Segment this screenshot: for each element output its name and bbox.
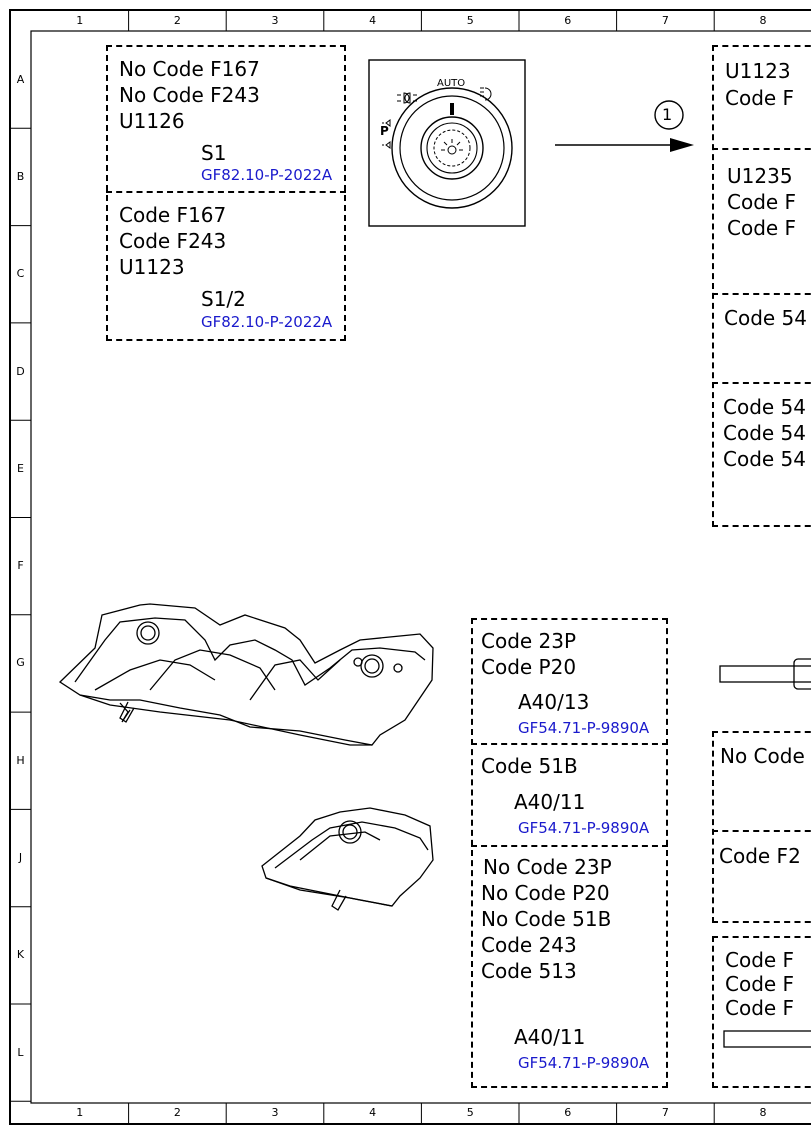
column-label: 1 bbox=[76, 1106, 84, 1119]
row-label: C bbox=[16, 267, 25, 281]
column-label: 4 bbox=[369, 1106, 377, 1119]
row-label: K bbox=[16, 948, 25, 962]
a40-13-line-2: Code P20 bbox=[481, 655, 577, 679]
row-ticks bbox=[10, 127, 31, 1102]
column-label: 3 bbox=[271, 14, 279, 27]
s12-ref-link[interactable]: GF82.10-P-2022A bbox=[201, 313, 333, 331]
a40-divider-1 bbox=[471, 743, 668, 745]
right-bottom-shape bbox=[723, 1030, 811, 1048]
switch-park-label: P bbox=[380, 124, 389, 138]
s1-line-1: No Code F167 bbox=[119, 57, 260, 81]
s12-part-label: S1/2 bbox=[201, 287, 246, 311]
callout-circle bbox=[654, 100, 684, 130]
a40-11b-part-label: A40/11 bbox=[514, 1025, 586, 1049]
column-label: 6 bbox=[564, 1106, 572, 1119]
column-label: 5 bbox=[466, 14, 474, 27]
switch-auto-label: AUTO bbox=[437, 78, 466, 89]
column-label: 6 bbox=[564, 14, 572, 27]
a40-11a-line-1: Code 51B bbox=[481, 754, 578, 778]
right-middle-box bbox=[712, 731, 811, 923]
right-r5-line-1: No Code bbox=[720, 744, 805, 768]
outer-frame bbox=[9, 9, 811, 1125]
row-label: H bbox=[16, 753, 25, 767]
a40-13-ref-link[interactable]: GF54.71-P-9890A bbox=[518, 719, 650, 737]
right-r2-line-3: Code F bbox=[727, 216, 797, 240]
row-label: G bbox=[16, 656, 25, 670]
right-divider-4 bbox=[712, 830, 811, 832]
column-ticks bbox=[128, 10, 715, 1124]
row-label: L bbox=[17, 1045, 24, 1059]
right-r7-line-3: Code F bbox=[725, 996, 795, 1020]
right-r4-line-3: Code 54 bbox=[723, 447, 807, 471]
column-label: 2 bbox=[173, 1106, 181, 1119]
s1-part-label: S1 bbox=[201, 141, 227, 165]
right-r3-line-1: Code 54 bbox=[724, 306, 808, 330]
arrow-head bbox=[670, 138, 694, 152]
right-connector-shape bbox=[719, 665, 811, 683]
right-divider-2 bbox=[712, 293, 811, 295]
right-r2-line-1: U1235 bbox=[727, 164, 793, 188]
a40-11b-line-3: No Code 51B bbox=[481, 907, 612, 931]
right-lower-box bbox=[712, 936, 811, 1088]
column-label: 5 bbox=[466, 1106, 474, 1119]
s12-line-1: Code F167 bbox=[119, 203, 227, 227]
row-label: D bbox=[16, 364, 25, 378]
right-r6-line-1: Code F2 bbox=[719, 844, 801, 868]
right-r1-line-2: Code F bbox=[725, 86, 795, 110]
callout-number: 1 bbox=[662, 105, 673, 124]
right-r7-line-1: Code F bbox=[725, 948, 795, 972]
row-label: F bbox=[17, 559, 24, 573]
right-upper-box bbox=[712, 45, 811, 527]
column-label: 8 bbox=[759, 14, 767, 27]
s1-ref-link[interactable]: GF82.10-P-2022A bbox=[201, 166, 333, 184]
light-switch-drawing bbox=[368, 59, 526, 227]
right-divider-1 bbox=[712, 148, 811, 150]
right-r1-line-1: U1123 bbox=[725, 59, 791, 83]
right-r2-line-2: Code F bbox=[727, 190, 797, 214]
right-connector-cap bbox=[793, 658, 811, 690]
column-label: 3 bbox=[271, 1106, 279, 1119]
a40-11b-line-2: No Code P20 bbox=[481, 881, 610, 905]
row-label: A bbox=[16, 72, 25, 86]
column-label: 2 bbox=[173, 14, 181, 27]
right-r4-line-1: Code 54 bbox=[723, 395, 807, 419]
a40-11b-line-4: Code 243 bbox=[481, 933, 577, 957]
column-label: 8 bbox=[759, 1106, 767, 1119]
a40-11b-ref-link[interactable]: GF54.71-P-9890A bbox=[518, 1054, 650, 1072]
a40-11a-part-label: A40/11 bbox=[514, 790, 586, 814]
right-divider-3 bbox=[712, 382, 811, 384]
column-label: 1 bbox=[76, 14, 84, 27]
a40-11a-ref-link[interactable]: GF54.71-P-9890A bbox=[518, 819, 650, 837]
connector-drawing-large bbox=[58, 603, 434, 746]
s1-line-3: U1126 bbox=[119, 109, 185, 133]
a40-11b-line-1: No Code 23P bbox=[483, 855, 612, 879]
row-label: B bbox=[16, 169, 25, 183]
a40-13-line-1: Code 23P bbox=[481, 629, 577, 653]
right-r4-line-2: Code 54 bbox=[723, 421, 807, 445]
row-label: E bbox=[17, 461, 24, 475]
a40-11b-line-5: Code 513 bbox=[481, 959, 577, 983]
s12-line-2: Code F243 bbox=[119, 229, 227, 253]
column-label: 7 bbox=[661, 1106, 669, 1119]
right-r7-line-2: Code F bbox=[725, 972, 795, 996]
connector-drawing-small bbox=[261, 807, 434, 911]
inner-frame bbox=[30, 30, 811, 1104]
column-label: 7 bbox=[661, 14, 669, 27]
a40-13-part-label: A40/13 bbox=[518, 690, 590, 714]
column-label: 4 bbox=[369, 14, 377, 27]
a40-group-box bbox=[471, 618, 668, 1088]
s12-line-3: U1123 bbox=[119, 255, 185, 279]
s1-line-2: No Code F243 bbox=[119, 83, 260, 107]
a40-divider-2 bbox=[471, 845, 668, 847]
s1-group-box bbox=[106, 45, 346, 341]
s1-divider bbox=[106, 191, 346, 193]
row-label: J bbox=[18, 851, 23, 865]
